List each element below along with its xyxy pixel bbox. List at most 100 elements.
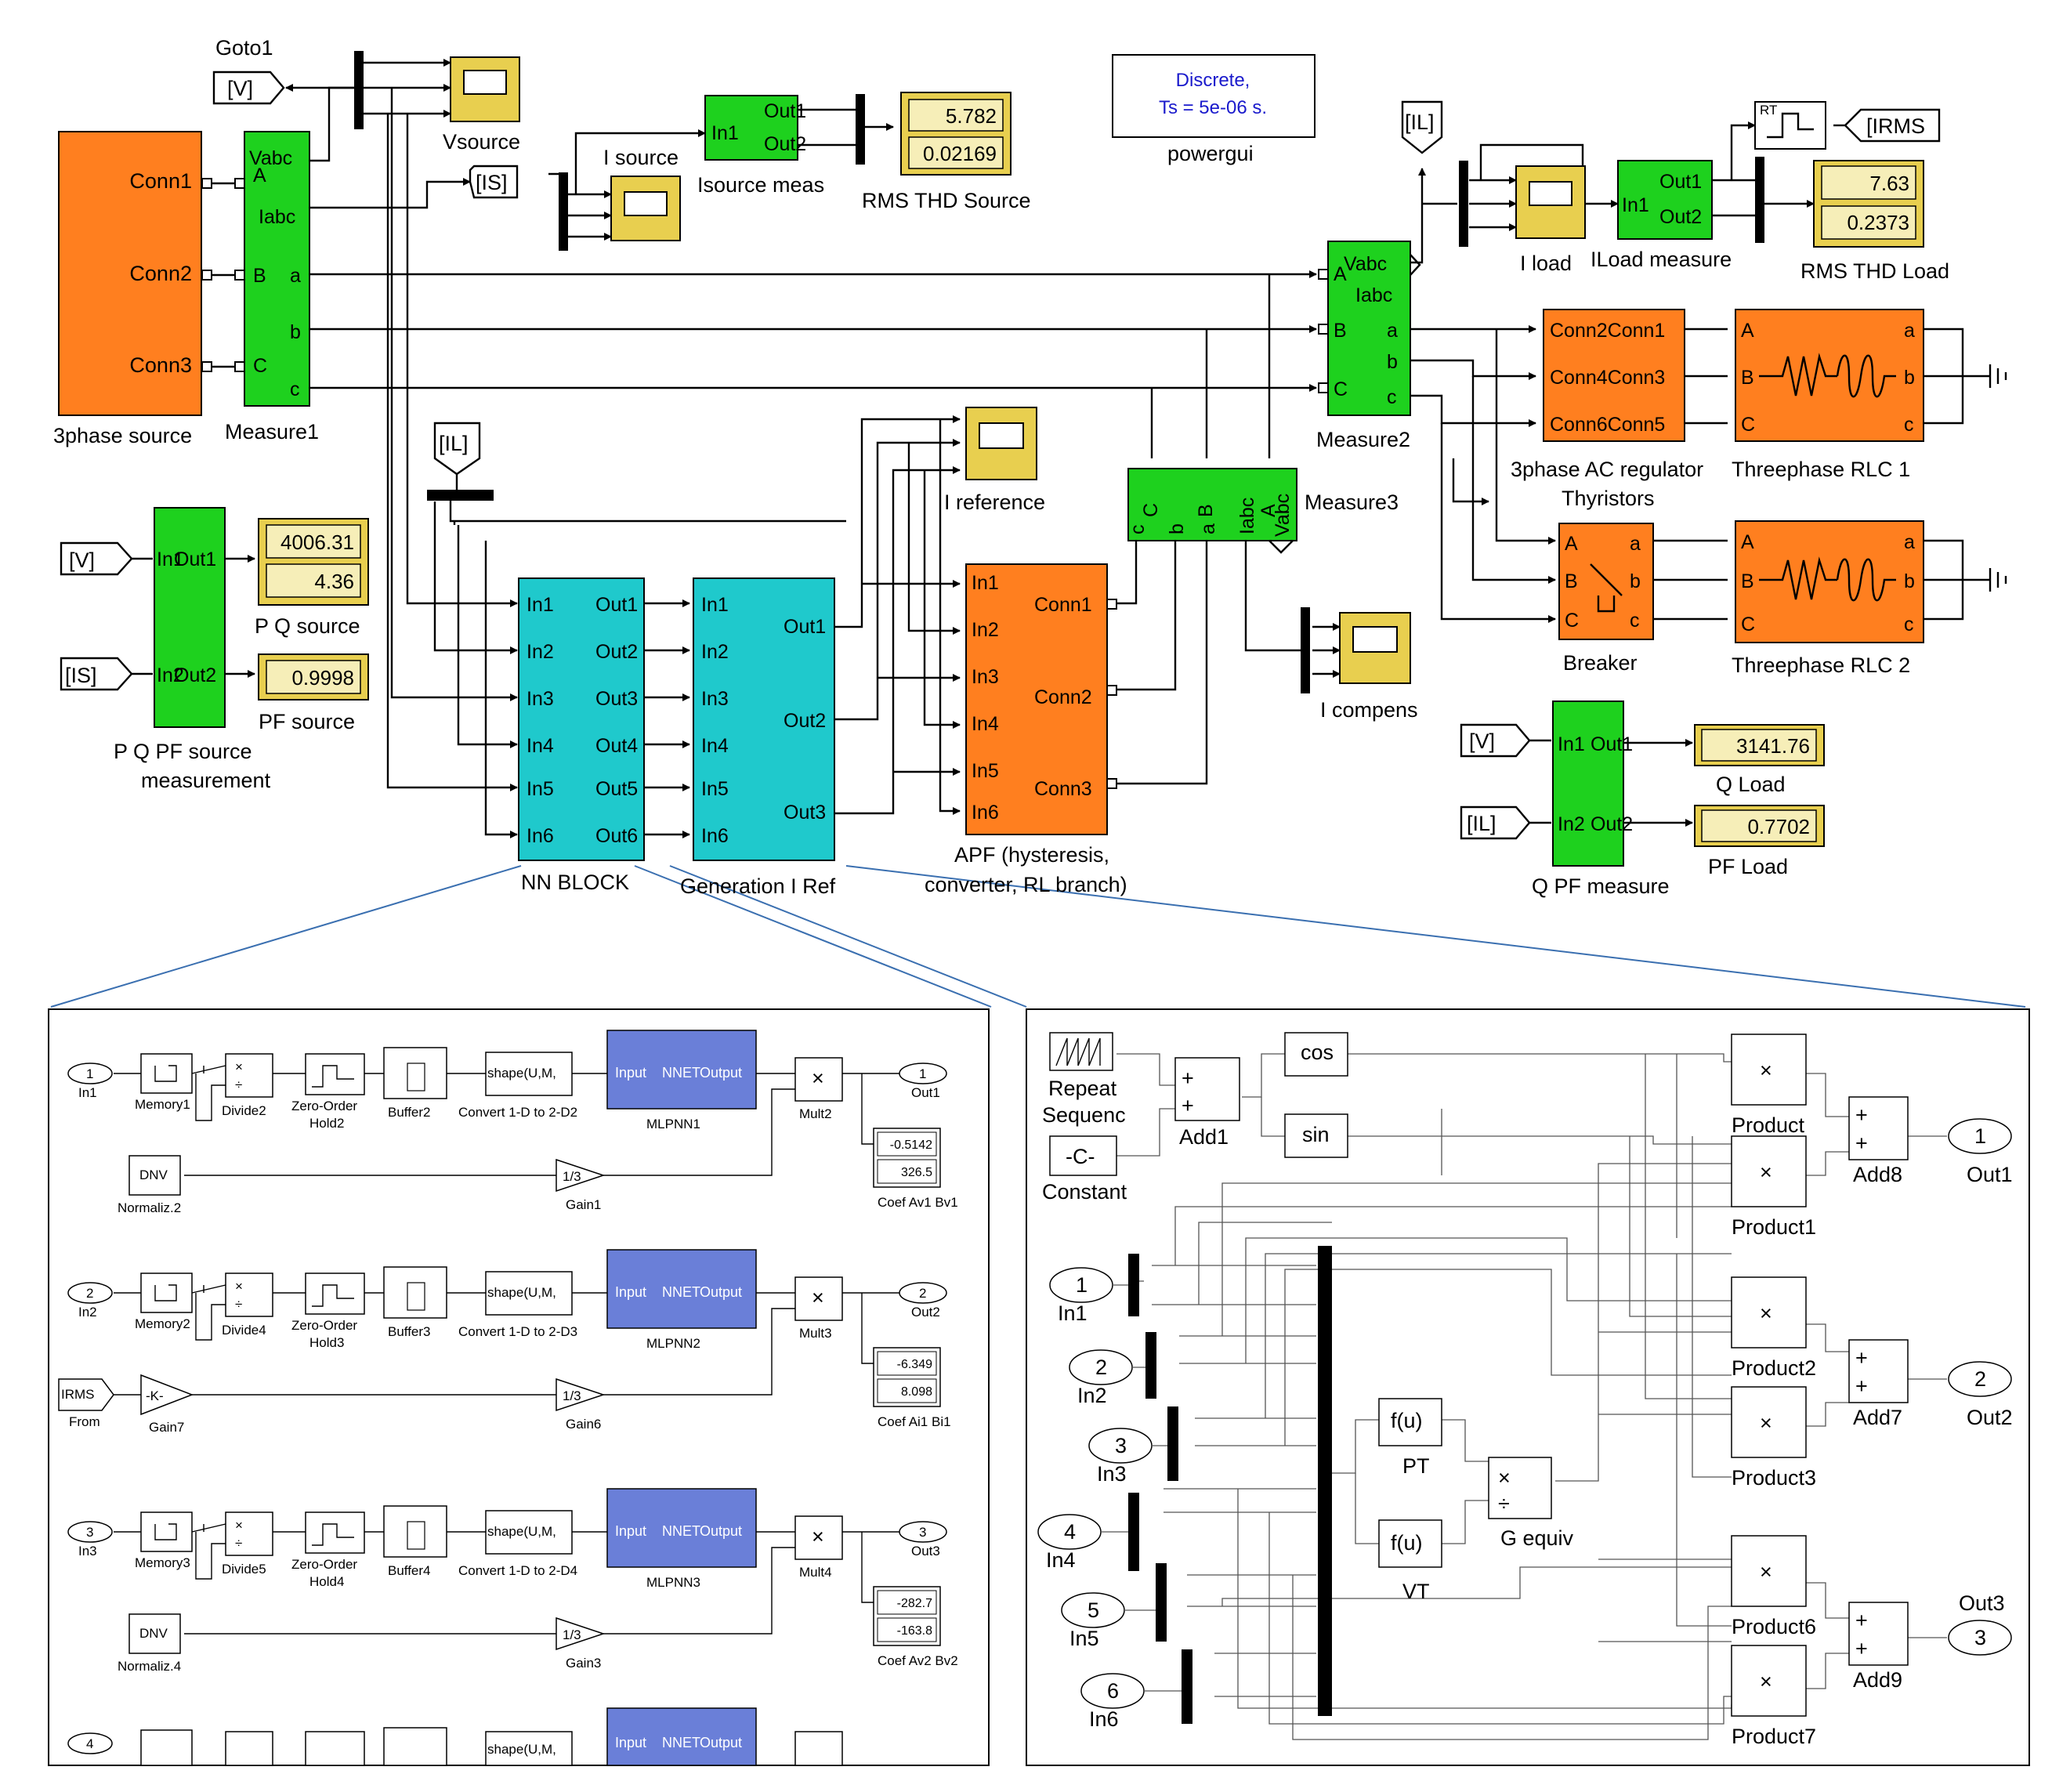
zoh-block <box>305 1511 365 1554</box>
apf-block[interactable]: In1 In2 In3 In4 In5 In6 Conn1 Conn2 Conn… <box>925 563 1127 896</box>
product-label: Product1 <box>1732 1215 1816 1239</box>
nn-block[interactable]: In1 In2 In3 In4 In5 In6 Out1 Out2 Out3 O… <box>518 577 645 894</box>
svg-text:powergui: powergui <box>1167 142 1254 165</box>
gain-text: 1/3 <box>563 1388 581 1403</box>
iload-measure-block[interactable]: In1 Out1 Out2 ILoad measure <box>1591 160 1732 271</box>
coef-label: Coef Av1 Bv1 <box>878 1195 958 1210</box>
isource-scope[interactable]: I source <box>603 146 681 241</box>
gain-label: Gain1 <box>566 1197 601 1212</box>
from-irms-tag: [IRMS <box>1844 108 1941 143</box>
mult-block <box>794 1515 843 1560</box>
coef-cell <box>877 1378 937 1403</box>
demux-il <box>427 490 494 501</box>
i-reference-scope[interactable]: I reference <box>944 407 1045 514</box>
svg-text:P Q source: P Q source <box>255 614 360 638</box>
right-outport-3 <box>1948 1620 2012 1656</box>
svg-text:Conn4Conn3: Conn4Conn3 <box>1550 367 1665 389</box>
product-label: Product <box>1732 1113 1805 1137</box>
svg-text:[V]: [V] <box>1469 729 1495 753</box>
right-outport-label: Out2 <box>1967 1406 2013 1429</box>
gain-label: Gain6 <box>566 1417 601 1432</box>
times-icon: × <box>812 1286 824 1309</box>
svg-text:Out1: Out1 <box>784 616 826 638</box>
svg-text:PT: PT <box>1402 1454 1430 1478</box>
svg-text:In4: In4 <box>972 713 999 735</box>
inport-1 <box>67 1063 113 1084</box>
mult-label: Mult4 <box>799 1565 832 1580</box>
reshape-text: shape(U,M, <box>487 1285 556 1300</box>
svg-text:b: b <box>290 321 301 343</box>
iload-scope[interactable]: I load <box>1515 165 1586 275</box>
svg-text:P Q PF source: P Q PF source <box>114 740 252 763</box>
right-outport-number: 3 <box>1974 1626 1986 1649</box>
measure1-block[interactable]: Vabc A Iabc B a b C c Measure1 <box>225 131 319 443</box>
add-label: Add8 <box>1853 1163 1902 1186</box>
breaker-block[interactable]: A B C a b c Breaker <box>1558 523 1654 675</box>
right-inport-label: In3 <box>1097 1462 1127 1486</box>
i-compens-scope[interactable]: I compens <box>1320 612 1418 722</box>
svg-text:Out2: Out2 <box>174 664 216 686</box>
gain-text: 1/3 <box>563 1169 581 1184</box>
svg-text:Conn1: Conn1 <box>129 169 192 193</box>
vsource-scope[interactable]: Vsource <box>443 56 520 154</box>
gain-k-label: Gain7 <box>149 1420 184 1435</box>
buffer-icon <box>407 1282 425 1311</box>
svg-text:a: a <box>1197 523 1219 534</box>
rlc1-block[interactable]: A B C a b c Threephase RLC 1 <box>1732 309 1924 481</box>
svg-text:[IRMS: [IRMS <box>1866 114 1925 138</box>
add-block-3 <box>1848 1602 1909 1666</box>
product-block-4 <box>1731 1386 1807 1458</box>
product-label: Product2 <box>1732 1356 1816 1380</box>
coef-value-2: -163.8 <box>897 1624 932 1638</box>
svg-text:Q Load: Q Load <box>1716 773 1786 796</box>
three-phase-source-block[interactable]: Conn1 Conn2 Conn3 3phase source <box>53 131 212 447</box>
from-v-pq-tag: [V] <box>60 541 133 576</box>
inport-number: 3 <box>86 1525 93 1540</box>
gain-k-text: -K- <box>146 1388 164 1403</box>
isource-meas-block[interactable]: In1 Out1 Out2 Isource meas <box>697 95 824 197</box>
goto-v-tag: [V] Goto1 <box>212 36 285 105</box>
svg-text:In1: In1 <box>711 122 739 144</box>
inport-number: 2 <box>86 1286 93 1301</box>
q-pf-measure-block[interactable]: In1 Out1 In2 Out2 Q PF measure <box>1532 701 1670 898</box>
gain-text: 1/3 <box>563 1627 581 1642</box>
nn-output-text: Output <box>700 1523 742 1539</box>
outport-1 <box>899 1063 947 1084</box>
svg-text:C: C <box>1741 414 1755 436</box>
svg-text:a: a <box>1630 533 1641 555</box>
from-irms-block <box>58 1378 114 1411</box>
pq-pf-source-block[interactable]: In1 Out1 In2 Out2 P Q PF source measurem… <box>114 507 271 792</box>
measure3-block[interactable]: C B A c b a Iabc Vabc Measure3 <box>1127 468 1399 554</box>
right-inport-number: 4 <box>1064 1520 1076 1544</box>
divide-block <box>225 1511 273 1556</box>
fu-pt-block: f(u) PT <box>1378 1398 1442 1478</box>
svg-text:Constant: Constant <box>1042 1180 1127 1204</box>
svg-text:7.63: 7.63 <box>1869 172 1909 195</box>
product-label: Product6 <box>1732 1615 1816 1638</box>
svg-text:Vabc: Vabc <box>249 147 292 169</box>
mux-iload <box>1459 161 1468 247</box>
demux-2 <box>1145 1332 1156 1399</box>
rms-thd-load-display: 7.63 0.2373 RMS THD Load <box>1800 160 1949 283</box>
svg-text:In6: In6 <box>527 825 554 847</box>
constant-block: -C- Constant <box>1042 1135 1127 1204</box>
ac-regulator-block[interactable]: Conn2Conn1 Conn4Conn3 Conn6Conn5 3phase … <box>1511 309 1703 510</box>
product-block-5 <box>1731 1535 1807 1607</box>
measure2-block[interactable]: Vabc A Iabc B a b C c Measure2 <box>1316 241 1421 451</box>
powergui-block[interactable]: Discrete, Ts = 5e-06 s. powergui <box>1112 54 1316 165</box>
rlc2-block[interactable]: A B C a b c Threephase RLC 2 <box>1732 520 1924 677</box>
times-icon: × <box>1760 1411 1772 1435</box>
pf-load-display: 0.7702 PF Load <box>1694 805 1825 878</box>
svg-text:Isource meas: Isource meas <box>697 173 824 197</box>
svg-text:÷: ÷ <box>1498 1492 1510 1515</box>
from-v-qpf-tag: [V] <box>1460 723 1531 758</box>
left-row4: 4 shape(U,M, Input NNET Output <box>67 1707 843 1766</box>
svg-text:In2: In2 <box>701 641 729 663</box>
svg-text:Measure2: Measure2 <box>1316 428 1410 451</box>
coef-value-1: -282.7 <box>897 1597 932 1610</box>
svg-text:In6: In6 <box>972 802 999 824</box>
generation-iref-block[interactable]: In1 In2 In3 In4 In5 In6 Out1 Out2 Out3 G… <box>680 577 836 898</box>
gain-k-block <box>140 1374 194 1416</box>
mlpnn-block <box>606 1249 757 1329</box>
